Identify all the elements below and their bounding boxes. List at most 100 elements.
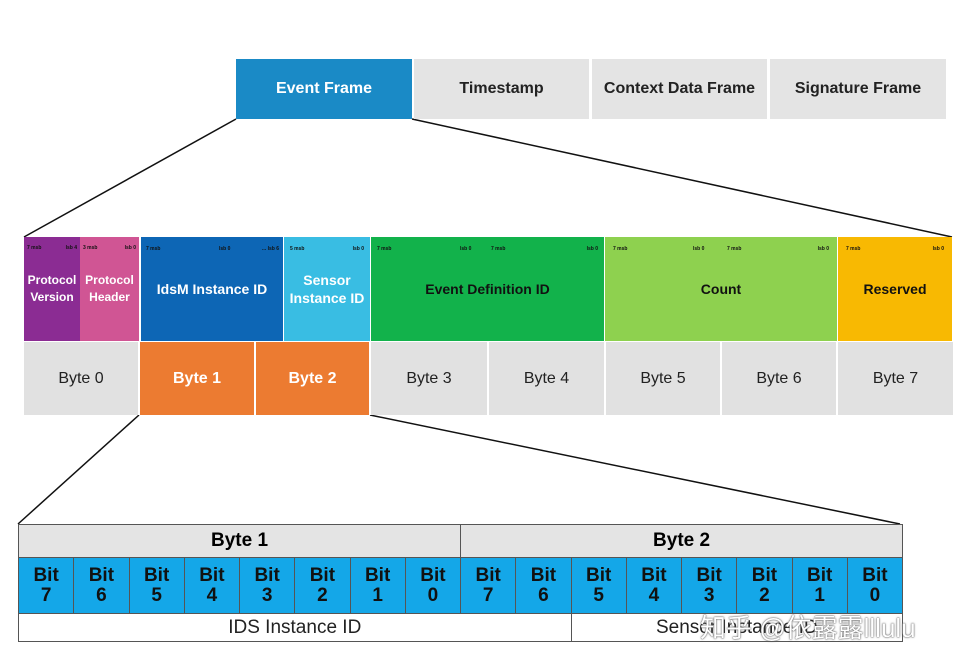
field-label: Protocol Version <box>27 273 77 304</box>
bit-note: 5 msb <box>290 246 305 252</box>
field-label: Count <box>700 281 742 297</box>
bit-note: lsb 0 <box>693 246 705 252</box>
bit-word: Bit <box>862 564 888 586</box>
bit-note: lsb 0 <box>932 246 944 252</box>
bit-number: 4 <box>648 584 660 606</box>
bit-word: Bit <box>751 564 778 586</box>
byte-5: Byte 5 <box>606 342 722 415</box>
bit-word: Bit <box>696 564 722 586</box>
frame-label: Signature Frame <box>794 80 922 97</box>
frame-event[interactable]: Event Frame <box>236 59 412 119</box>
bit-number: 5 <box>593 584 604 606</box>
bit-number: 0 <box>427 584 439 606</box>
bit-number: 5 <box>151 584 162 606</box>
bit-number: 7 <box>482 584 494 606</box>
bit-note: 7 msb <box>491 246 506 252</box>
byte-label: Byte 5 <box>640 369 686 387</box>
bit-note: 7 msb <box>146 246 161 252</box>
bit-note: lsb 0 <box>219 246 231 252</box>
field-label: Protocol Header <box>85 273 134 304</box>
bit-word: Bit <box>475 564 501 586</box>
bit-number: 3 <box>261 584 273 606</box>
bit-number: 2 <box>317 584 328 606</box>
bit-word: Bit <box>199 564 225 586</box>
frame-label: Timestamp <box>459 80 544 97</box>
bit-note: 7 msb <box>613 246 628 252</box>
bit-note: lsb 0 <box>352 246 364 252</box>
field-sensor-instance-id: 5 msb lsb 0 Sensor Instance ID <box>284 237 370 341</box>
bit-word: Bit <box>530 564 557 586</box>
bit-number: 6 <box>538 584 549 606</box>
bit-note: lsb 0 <box>460 246 472 252</box>
field-idsm-instance-id: 7 msb lsb 0 ... lsb 6 IdsM Instance ID <box>141 237 283 341</box>
frame-signature[interactable]: Signature Frame <box>770 59 946 119</box>
byte-1: Byte 1 <box>140 342 256 415</box>
connector-line <box>23 118 237 238</box>
field-reserved: 7 msb lsb 0 Reserved <box>838 237 952 341</box>
byte-label: Byte 6 <box>756 369 802 387</box>
field-label: IdsM Instance ID <box>156 281 268 297</box>
frame-label: Context Data Frame <box>603 80 756 97</box>
bit-note: lsb 0 <box>817 246 829 252</box>
field-count: 7 msb lsb 0 7 msb lsb 0 Count <box>605 237 837 341</box>
byte-7: Byte 7 <box>838 342 953 415</box>
bit-word: Bit <box>641 564 667 586</box>
field-label: Sensor Instance ID <box>289 272 365 306</box>
bit-word: Bit <box>254 564 280 586</box>
group-cell: Sensor Instance ID <box>570 613 904 642</box>
byte-2: Byte 2 <box>256 342 371 415</box>
watermark: 知乎 @依露露lllulu <box>700 608 916 645</box>
byte-header-2: Byte 2 <box>460 524 904 558</box>
field-protocol-version: 7 msb lsb 4 Protocol Version <box>24 237 80 341</box>
connector-line <box>411 118 953 238</box>
bit-number: 3 <box>703 584 715 606</box>
bit-note: 7 msb <box>727 246 742 252</box>
watermark-text: 知乎 @依露露lllulu <box>700 613 916 643</box>
bit-note: 3 msb <box>83 245 98 251</box>
frame-timestamp[interactable]: Timestamp <box>414 59 589 119</box>
bit-note: 7 msb <box>846 246 861 252</box>
frame-context-data[interactable]: Context Data Frame <box>592 59 767 119</box>
bit-word: Bit <box>806 564 833 586</box>
bit-note: ... lsb 6 <box>262 246 279 252</box>
bit-note: 7 msb <box>377 246 392 252</box>
field-protocol-header: 3 msb lsb 0 Protocol Header <box>80 237 139 341</box>
byte-label: Byte 0 <box>58 369 104 387</box>
field-event-definition-id: 7 msb lsb 0 7 msb lsb 0 Event Definition… <box>371 237 604 341</box>
bit-note: 7 msb <box>27 245 42 251</box>
field-label: Reserved <box>863 281 927 297</box>
byte-6: Byte 6 <box>722 342 838 415</box>
bit-number: 7 <box>40 584 52 606</box>
bit-number: 1 <box>814 584 825 606</box>
bit-number: 4 <box>206 584 218 606</box>
group-cell: IDS Instance ID <box>18 613 572 642</box>
bit-number: 0 <box>869 584 881 606</box>
byte-label: Byte 1 <box>172 369 222 387</box>
bit-note: lsb 0 <box>586 246 598 252</box>
field-label: Event Definition ID <box>425 281 550 297</box>
connector-line <box>17 414 140 525</box>
bit-word: Bit <box>143 564 170 586</box>
byte-label: Byte 3 <box>406 369 452 387</box>
byte-4: Byte 4 <box>489 342 606 415</box>
